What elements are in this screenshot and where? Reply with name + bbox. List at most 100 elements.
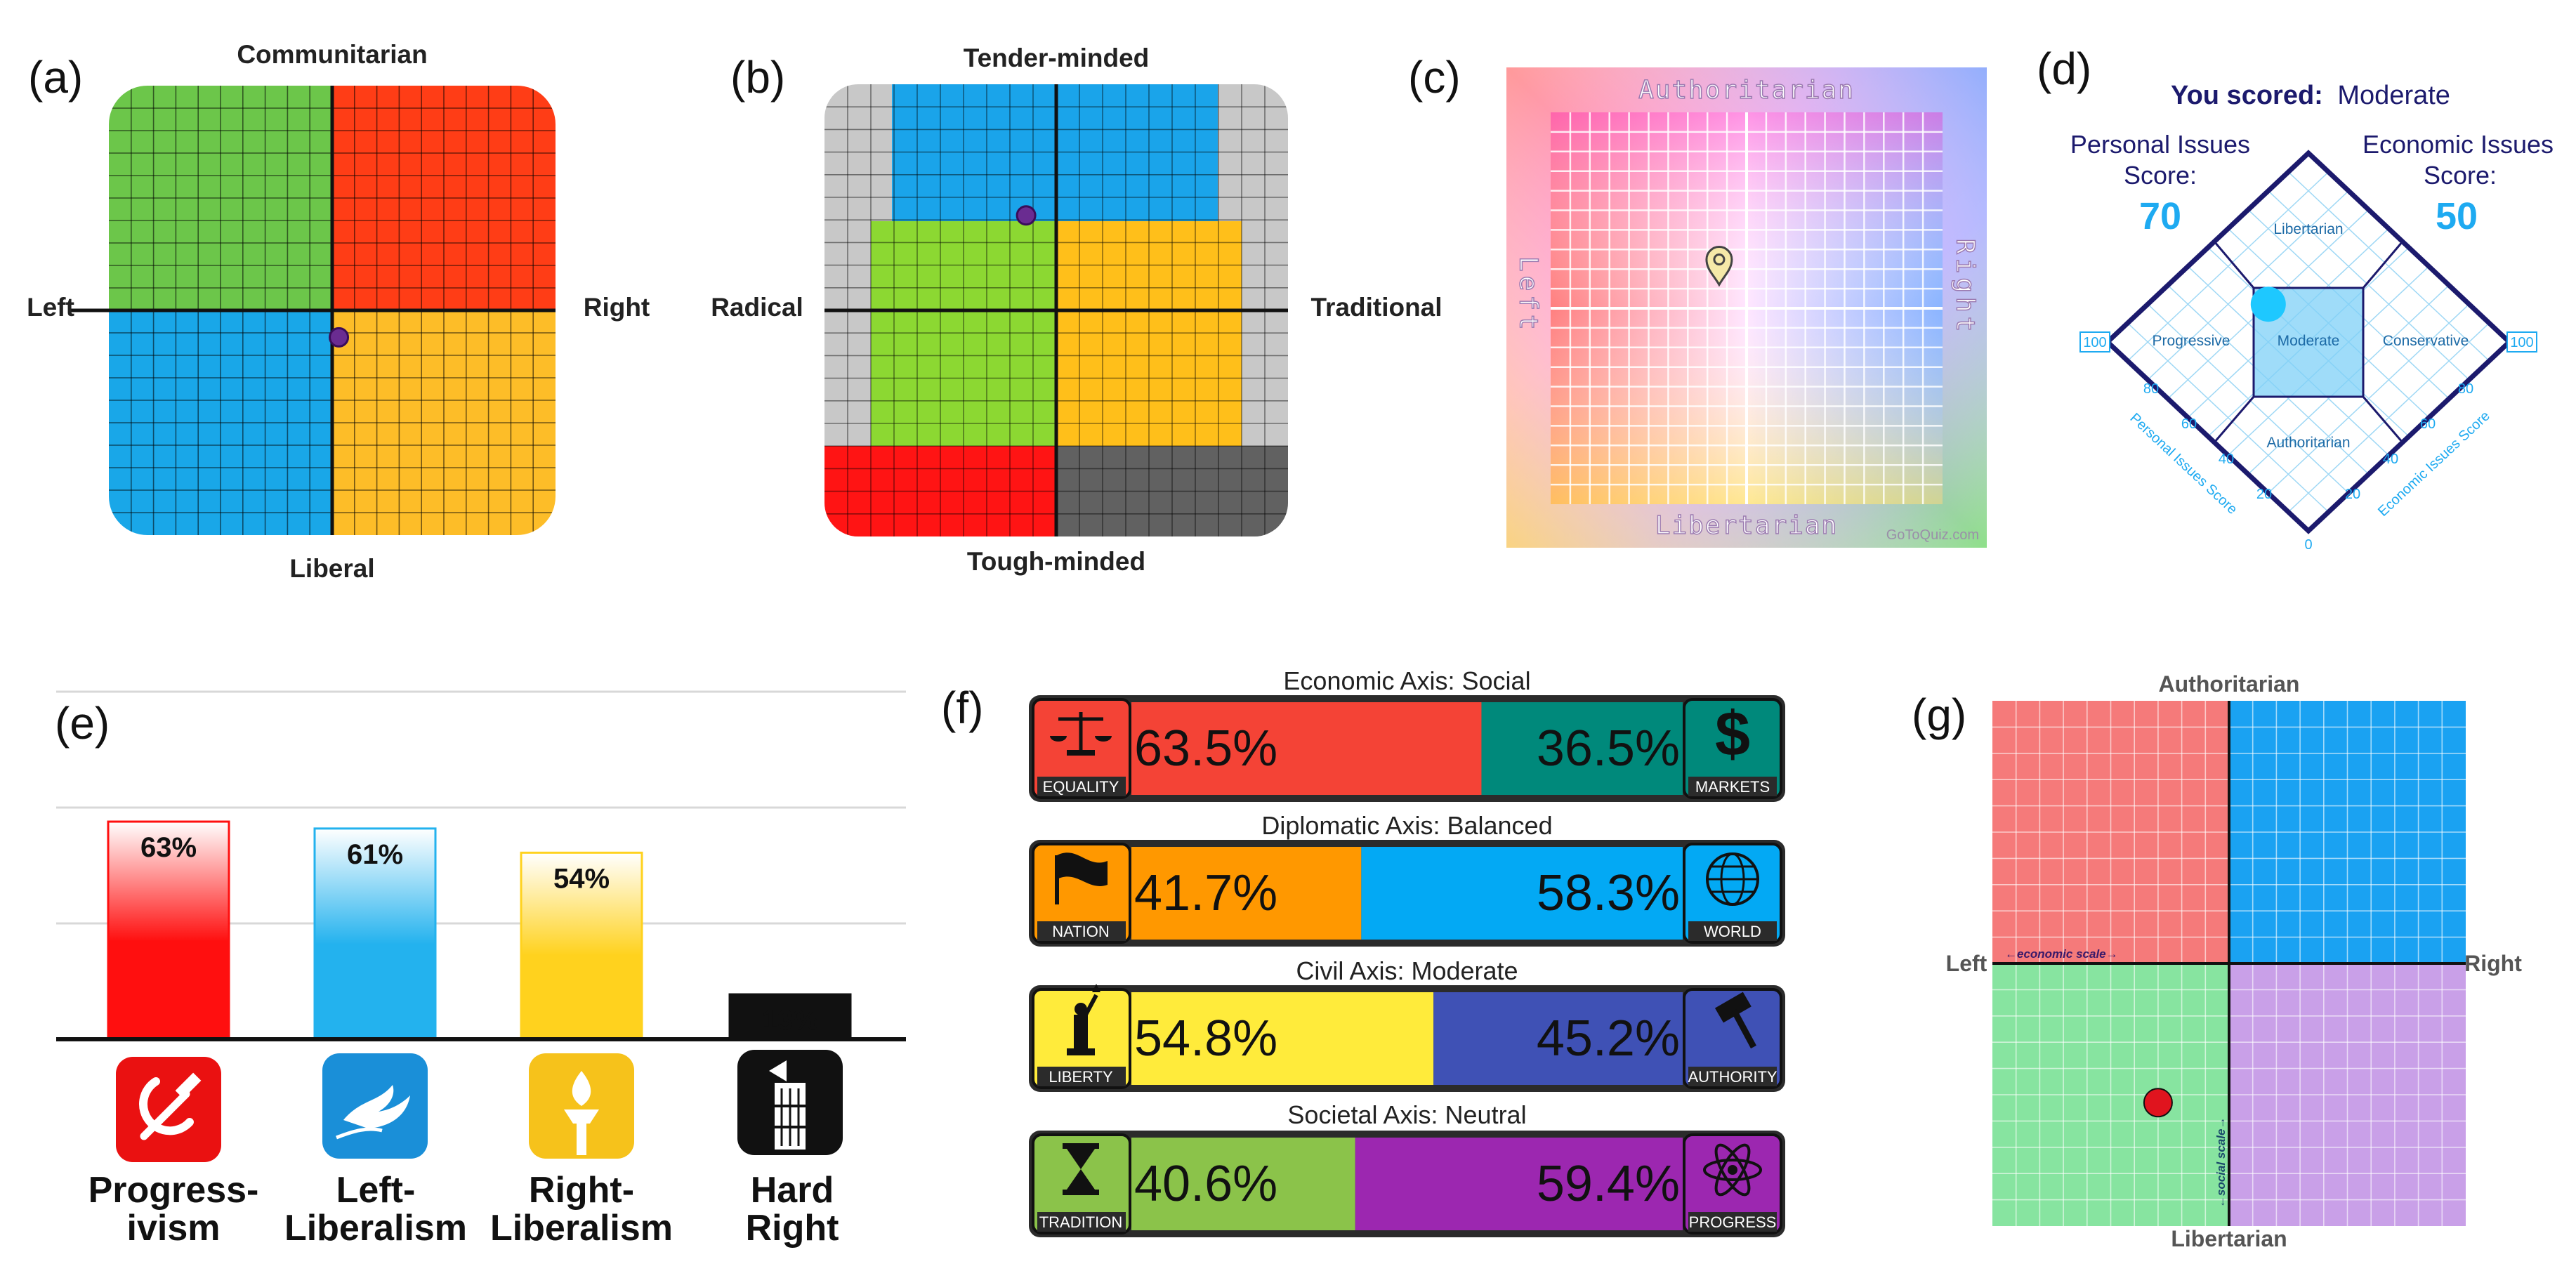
axis-bottom-label: Libertarian bbox=[2171, 1226, 2287, 1251]
category-label-line2: Right bbox=[746, 1208, 839, 1249]
axis-left-label: Left bbox=[1514, 256, 1543, 334]
region-left: Progressive bbox=[2153, 333, 2230, 349]
axis-title: Economic Axis: Social bbox=[1283, 666, 1530, 695]
panel-g: (g) ←economic scale→ ←social scale→ Auth… bbox=[1912, 671, 2522, 1251]
axis-right-label: Right bbox=[2464, 951, 2522, 976]
grid-line bbox=[2268, 303, 2470, 494]
torch-icon bbox=[529, 1053, 634, 1159]
panel-e-label: (e) bbox=[55, 698, 110, 749]
left-value-label: 41.7% bbox=[1134, 865, 1277, 921]
personal-score-value: 70 bbox=[2139, 195, 2181, 237]
flag-icon bbox=[1055, 852, 1108, 904]
icon-caption-bg bbox=[1037, 1212, 1126, 1232]
panel-b-label: (b) bbox=[730, 52, 785, 103]
tick-right-40: 40 bbox=[2383, 452, 2398, 467]
result-headline: You scored: Moderate bbox=[2171, 81, 2450, 110]
right-pole-label: MARKETS bbox=[1695, 778, 1770, 796]
zone-darkgray bbox=[1056, 446, 1288, 536]
category-label: Right- Liberalism bbox=[490, 1170, 673, 1249]
category-label-line1: Right- bbox=[529, 1170, 634, 1211]
icon-caption-bg bbox=[1688, 921, 1777, 941]
icon-box-right bbox=[1683, 988, 1782, 1089]
bar-left bbox=[1131, 702, 1482, 795]
gavel-icon bbox=[1714, 992, 1756, 1049]
right-value-label: 36.5% bbox=[1537, 720, 1680, 777]
left-value-label: 40.6% bbox=[1134, 1156, 1277, 1212]
right-value-label: 59.4% bbox=[1537, 1156, 1680, 1212]
panel-f-label: (f) bbox=[941, 683, 983, 733]
axis-top-label: Tender-minded bbox=[964, 44, 1150, 72]
zone-yellow bbox=[1056, 221, 1242, 446]
headline-value: Moderate bbox=[2337, 81, 2450, 110]
region-center: Moderate bbox=[2278, 333, 2340, 349]
tick-left-40: 40 bbox=[2219, 452, 2234, 467]
panel-c-label: (c) bbox=[1408, 52, 1461, 103]
icon-caption-bg bbox=[1688, 777, 1777, 796]
category-label-line2: Liberalism bbox=[490, 1208, 673, 1249]
category-label: Progress- ivism bbox=[88, 1170, 259, 1249]
watermark: GoToQuiz.com bbox=[1886, 527, 1979, 543]
left-pole-label: LIBERTY bbox=[1049, 1068, 1113, 1086]
scales-icon bbox=[1050, 712, 1112, 756]
panel-c: (c) Authoritarian Libertarian Left Right… bbox=[1408, 52, 1987, 548]
icon-caption-bg bbox=[1688, 1067, 1777, 1086]
category-label-line2: ivism bbox=[127, 1208, 221, 1249]
bar bbox=[313, 827, 437, 1041]
category-label-line2: Liberalism bbox=[284, 1208, 467, 1249]
axis-bottom-label: Tough-minded bbox=[967, 547, 1145, 576]
panel-g-label: (g) bbox=[1912, 690, 1966, 740]
axis-top-label: Authoritarian bbox=[2159, 671, 2300, 697]
icon-box-right bbox=[1683, 1133, 1782, 1234]
right-pole-label: WORLD bbox=[1704, 923, 1761, 940]
axis-top-label: Authoritarian bbox=[1638, 76, 1855, 105]
tick-zero: 0 bbox=[2304, 537, 2312, 553]
left-pole-label: NATION bbox=[1052, 923, 1109, 940]
left-pole-label: EQUALITY bbox=[1043, 778, 1119, 796]
axis-top-label: Communitarian bbox=[237, 40, 427, 69]
fasces-icon bbox=[737, 1050, 843, 1155]
category-label-line1: Hard bbox=[751, 1170, 834, 1211]
axis-right-label: Right bbox=[1951, 239, 1980, 336]
panel-e: (e) 63%61%54%13% bbox=[55, 690, 906, 1249]
economic-score-value: 50 bbox=[2436, 195, 2478, 237]
bar-right bbox=[1433, 992, 1683, 1085]
panel-d: (d) You scored: Moderate Personal Issues… bbox=[2037, 44, 2554, 553]
map-pin-icon bbox=[1705, 246, 1733, 287]
category-label-line1: Progress- bbox=[88, 1170, 259, 1211]
region-right: Conservative bbox=[2383, 333, 2469, 349]
tick-left-60: 60 bbox=[2181, 416, 2197, 432]
axis-left-label: Left bbox=[1946, 951, 1987, 976]
bar-right bbox=[1355, 1138, 1683, 1230]
tick-left-end: 100 bbox=[2083, 335, 2106, 350]
right-pole-label: PROGRESS bbox=[1689, 1213, 1777, 1231]
bar-value-label: 63% bbox=[140, 832, 197, 863]
icon-caption-bg bbox=[1037, 1067, 1126, 1086]
tick-right-80: 80 bbox=[2458, 381, 2473, 397]
right-pole-label: AUTHORITY bbox=[1688, 1068, 1777, 1086]
bar-value-label: 61% bbox=[347, 839, 403, 870]
axis-title: Diplomatic Axis: Balanced bbox=[1261, 811, 1552, 840]
bar-left bbox=[1131, 847, 1362, 940]
economic-score-label-line2: Score: bbox=[2424, 161, 2497, 190]
tick-left-20: 20 bbox=[2256, 487, 2272, 502]
bar-series: 63%61%54%13% bbox=[107, 820, 852, 1041]
zone-red bbox=[824, 446, 1056, 536]
panel-d-label: (d) bbox=[2037, 44, 2091, 94]
position-marker bbox=[2250, 287, 2286, 322]
personal-score-label-line1: Personal Issues bbox=[2070, 130, 2250, 159]
right-end-box bbox=[2506, 331, 2537, 353]
category-label: Left- Liberalism bbox=[284, 1170, 467, 1249]
grid-line bbox=[2287, 171, 2490, 362]
icon-caption-bg bbox=[1688, 1212, 1777, 1232]
axis-left-label: Radical bbox=[711, 293, 803, 322]
panel-a-label: (a) bbox=[28, 52, 83, 103]
personal-score-label-line2: Score: bbox=[2124, 161, 2197, 190]
bar-left bbox=[1131, 992, 1434, 1085]
left-value-label: 63.5% bbox=[1134, 720, 1277, 777]
